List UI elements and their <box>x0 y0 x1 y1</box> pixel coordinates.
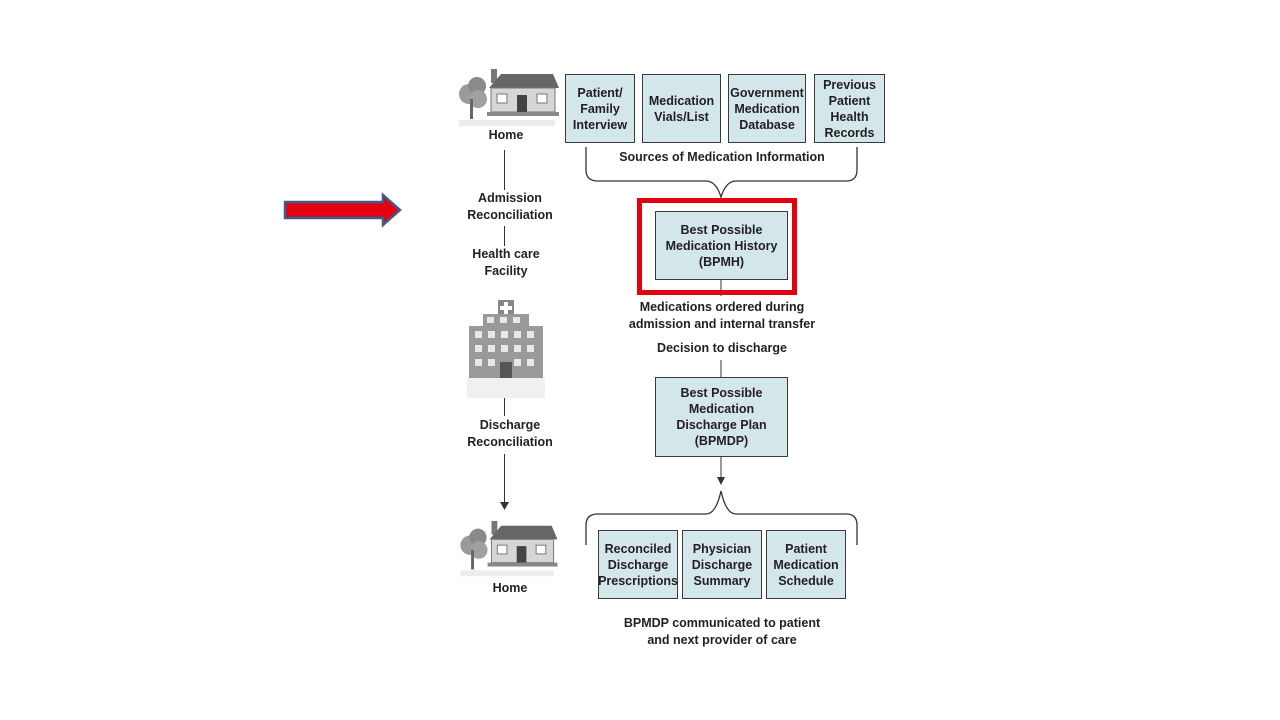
bpmh-highlight-frame <box>637 198 797 295</box>
timeline-line-2 <box>504 226 505 246</box>
source-box-patient-family-interview: Patient/ Family Interview <box>565 74 635 143</box>
health-care-facility-label: Health care Facility <box>472 247 540 278</box>
bpmdp-communicated-caption: BPMDP communicated to patient and next p… <box>623 616 821 647</box>
discharge-reconciliation-label: Discharge Reconciliation <box>467 418 553 449</box>
house-icon-bottom <box>460 520 558 577</box>
source-box-medication-vials: Medication Vials/List <box>642 74 721 143</box>
admission-reconciliation-label: Admission Reconciliation <box>467 191 553 222</box>
output-box-reconciled-prescriptions: Reconciled Discharge Prescriptions <box>598 530 678 599</box>
timeline-line-1 <box>504 150 505 190</box>
home-bottom-label: Home <box>492 581 528 595</box>
tree-icon <box>459 77 487 119</box>
decision-to-discharge-text: Decision to discharge <box>657 341 787 355</box>
timeline-line-3 <box>504 398 505 416</box>
home-top-label: Home <box>488 128 524 142</box>
hospital-icon <box>467 300 545 398</box>
output-box-patient-schedule: Patient Medication Schedule <box>766 530 846 599</box>
bpmh-box: Best Possible Medication History (BPMH) <box>655 211 788 280</box>
timeline-arrow-down <box>500 454 509 510</box>
source-box-government-database: Government Medication Database <box>728 74 806 143</box>
source-box-previous-records: Previous Patient Health Records <box>814 74 885 143</box>
bpmdp-box: Best Possible Medication Discharge Plan … <box>655 377 788 457</box>
medications-ordered-text: Medications ordered during admission and… <box>628 300 816 331</box>
sources-caption: Sources of Medication Information <box>619 150 825 164</box>
output-box-physician-summary: Physician Discharge Summary <box>682 530 762 599</box>
red-arrow-icon <box>283 192 402 228</box>
house-icon <box>459 69 559 126</box>
